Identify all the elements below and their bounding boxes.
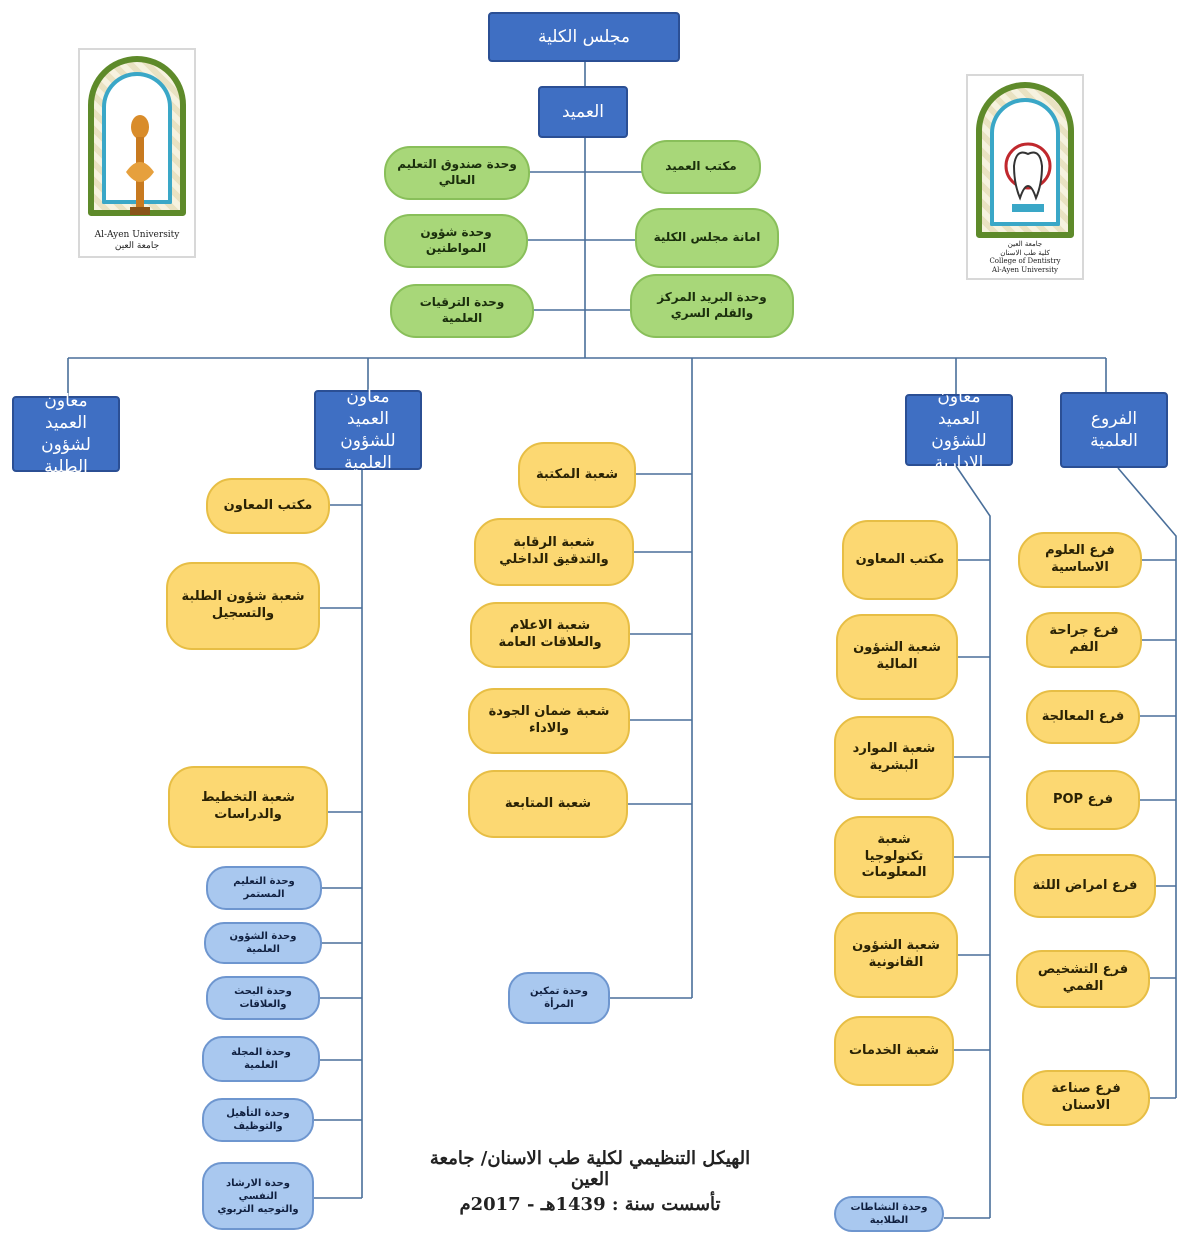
scientific-journal-unit: وحدة المجلة العلمية [202,1036,320,1082]
psychological-guidance-unit: وحدة الارشاد النفسي والتوجيه التربوي [202,1162,314,1230]
continuing-education-unit: وحدة التعليم المستمر [206,866,322,910]
quality-assurance-section: شعبة ضمان الجودة والاداء [468,688,630,754]
library-section: شعبة المكتبة [518,442,636,508]
women-empowerment-unit: وحدة تمكين المرأة [508,972,610,1024]
financial-affairs-section: شعبة الشؤون المالية [836,614,958,700]
administrative-assistant-office: مكتب المعاون [842,520,958,600]
internal-audit-section: شعبة الرقابة والتدقيق الداخلي [474,518,634,586]
left-logo-caption: Al-Ayen University جامعة العين [94,230,180,252]
torch-emblem-icon [126,115,154,215]
council-secretariat-unit: امانة مجلس الكلية [635,208,779,268]
follow-up-section: شعبة المتابعة [468,770,628,838]
tooth-emblem-icon [1004,142,1052,212]
human-resources-section: شعبة الموارد البشرية [834,716,954,800]
basic-sciences-branch: فرع العلوم الاساسية [1018,532,1142,588]
right-logo-caption: جامعة العين كلية طب الاسنان College of D… [989,240,1061,274]
pop-branch: فرع POP [1026,770,1140,830]
planning-studies-section: شعبة التخطيط والدراسات [168,766,328,848]
research-relations-unit: وحدة البحث والعلاقات [206,976,320,1020]
rehabilitation-employment-unit: وحدة التأهيل والتوظيف [202,1098,314,1142]
caption-title: الهيكل التنظيمي لكلية طب الاسنان/ جامعة … [429,1148,751,1190]
student-affairs-registration-section: شعبة شؤون الطلبة والتسجيل [166,562,320,650]
oral-surgery-branch: فرع جراحة الفم [1026,612,1142,668]
periodontics-branch: فرع امراض اللثة [1014,854,1156,918]
college-of-dentistry-logo: جامعة العين كلية طب الاسنان College of D… [966,74,1084,280]
al-ayen-university-logo: Al-Ayen University جامعة العين [78,48,196,258]
information-technology-section: شعبة تكنولوجيا المعلومات [834,816,954,898]
scientific-branches-box: الفروع العلمية [1060,392,1168,468]
dean-box: العميد [538,86,628,138]
scientific-assistant-office: مكتب المعاون [206,478,330,534]
oral-diagnosis-branch: فرع التشخيص الفمي [1016,950,1150,1008]
citizen-affairs-unit: وحدة شؤون المواطنين [384,214,528,268]
higher-education-fund-unit: وحدة صندوق التعليم العالي [384,146,530,200]
assistant-dean-administrative-affairs: معاون العميد للشؤون الادارية [905,387,1013,473]
scientific-promotions-unit: وحدة الترقيات العلمية [390,284,534,338]
chart-caption: الهيكل التنظيمي لكلية طب الاسنان/ جامعة … [410,1148,770,1215]
caption-founded: تأسست سنة : 1439هـ - 2017م [459,1194,721,1215]
central-mail-unit: وحدة البريد المركز والقلم السري [630,274,794,338]
scientific-affairs-unit: وحدة الشؤون العلمية [204,922,322,964]
college-council-box: مجلس الكلية [488,12,680,62]
assistant-dean-student-affairs: معاون العميد لشؤون الطلبة [12,391,120,477]
legal-affairs-section: شعبة الشؤون القانونية [834,912,958,998]
student-activities-unit: وحدة النشاطات الطلابية [834,1196,944,1232]
media-public-relations-section: شعبة الاعلام والعلاقات العامة [470,602,630,668]
dean-office-unit: مكتب العميد [641,140,761,194]
prosthodontics-branch: فرع صناعة الاسنان [1022,1070,1150,1126]
conservative-treatment-branch: فرع المعالجة [1026,690,1140,744]
assistant-dean-scientific-affairs: معاون العميد للشؤون العلمية [314,387,422,473]
services-section: شعبة الخدمات [834,1016,954,1086]
